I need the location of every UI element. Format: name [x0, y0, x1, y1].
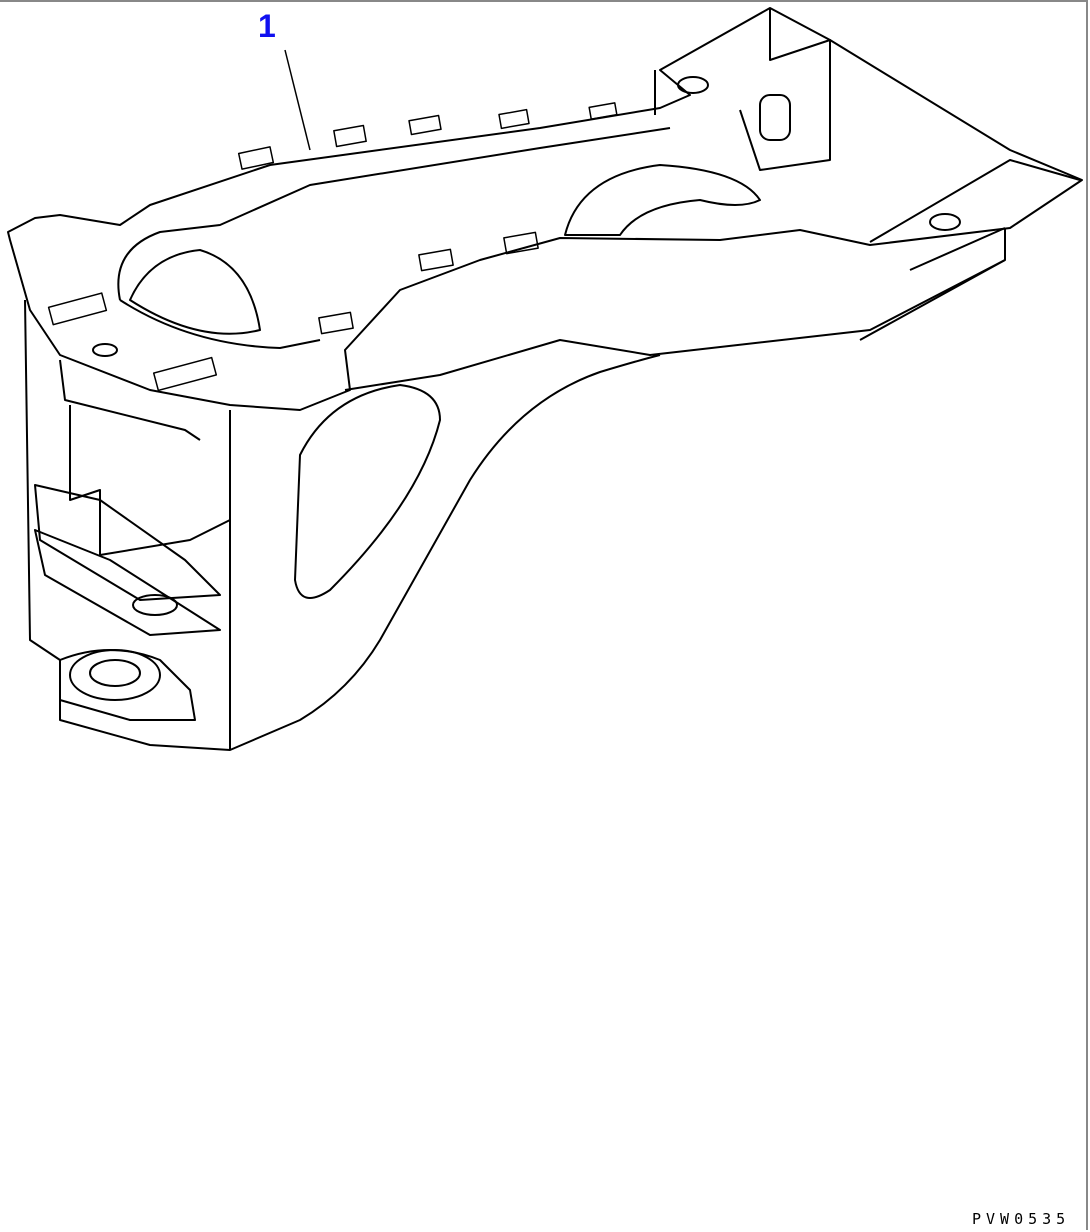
pivot-boss: [69, 649, 161, 701]
drawing-code: PVW0535: [972, 1210, 1071, 1228]
side-large-opening: [294, 384, 441, 599]
callout-leader-line: [284, 49, 311, 151]
top-plate-inner: [117, 127, 671, 349]
rear-plate-slot: [759, 94, 791, 141]
rear-plate-hole: [929, 213, 961, 231]
plate-hole: [92, 343, 118, 357]
rear-opening: [564, 164, 761, 236]
pivot-boss-inner: [89, 659, 141, 687]
callout-label-1: 1: [258, 8, 276, 44]
side-body-outline: [229, 259, 1006, 751]
bracket-hole: [132, 594, 178, 616]
inner-opening: [129, 249, 261, 335]
front-bracket: [34, 529, 221, 636]
front-column: [24, 299, 231, 751]
rear-cross-plate: [859, 159, 1081, 341]
front-bracket: [34, 484, 221, 601]
top-plate-outline: [7, 7, 1083, 411]
mounting-pads: [47, 102, 618, 392]
rear-plate-hole: [677, 76, 709, 94]
rear-upright-plate: [654, 8, 831, 171]
